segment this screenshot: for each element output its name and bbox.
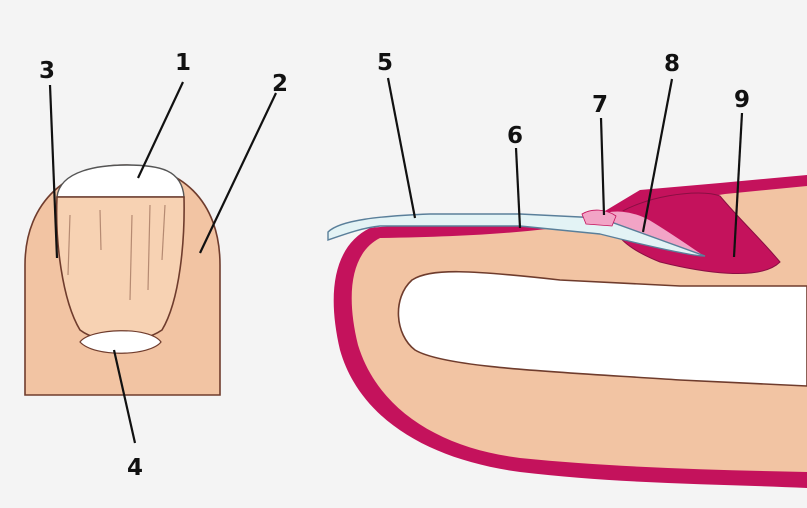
nail-plate-front — [57, 197, 184, 341]
callout-8: 8 — [664, 51, 680, 77]
callout-9: 9 — [734, 87, 750, 113]
callout-2: 2 — [272, 71, 288, 97]
callout-4: 4 — [127, 455, 143, 481]
callout-5: 5 — [377, 50, 393, 76]
callout-7: 7 — [592, 92, 608, 118]
callout-6: 6 — [507, 123, 523, 149]
callout-3: 3 — [39, 58, 55, 84]
callout-1: 1 — [175, 50, 191, 76]
